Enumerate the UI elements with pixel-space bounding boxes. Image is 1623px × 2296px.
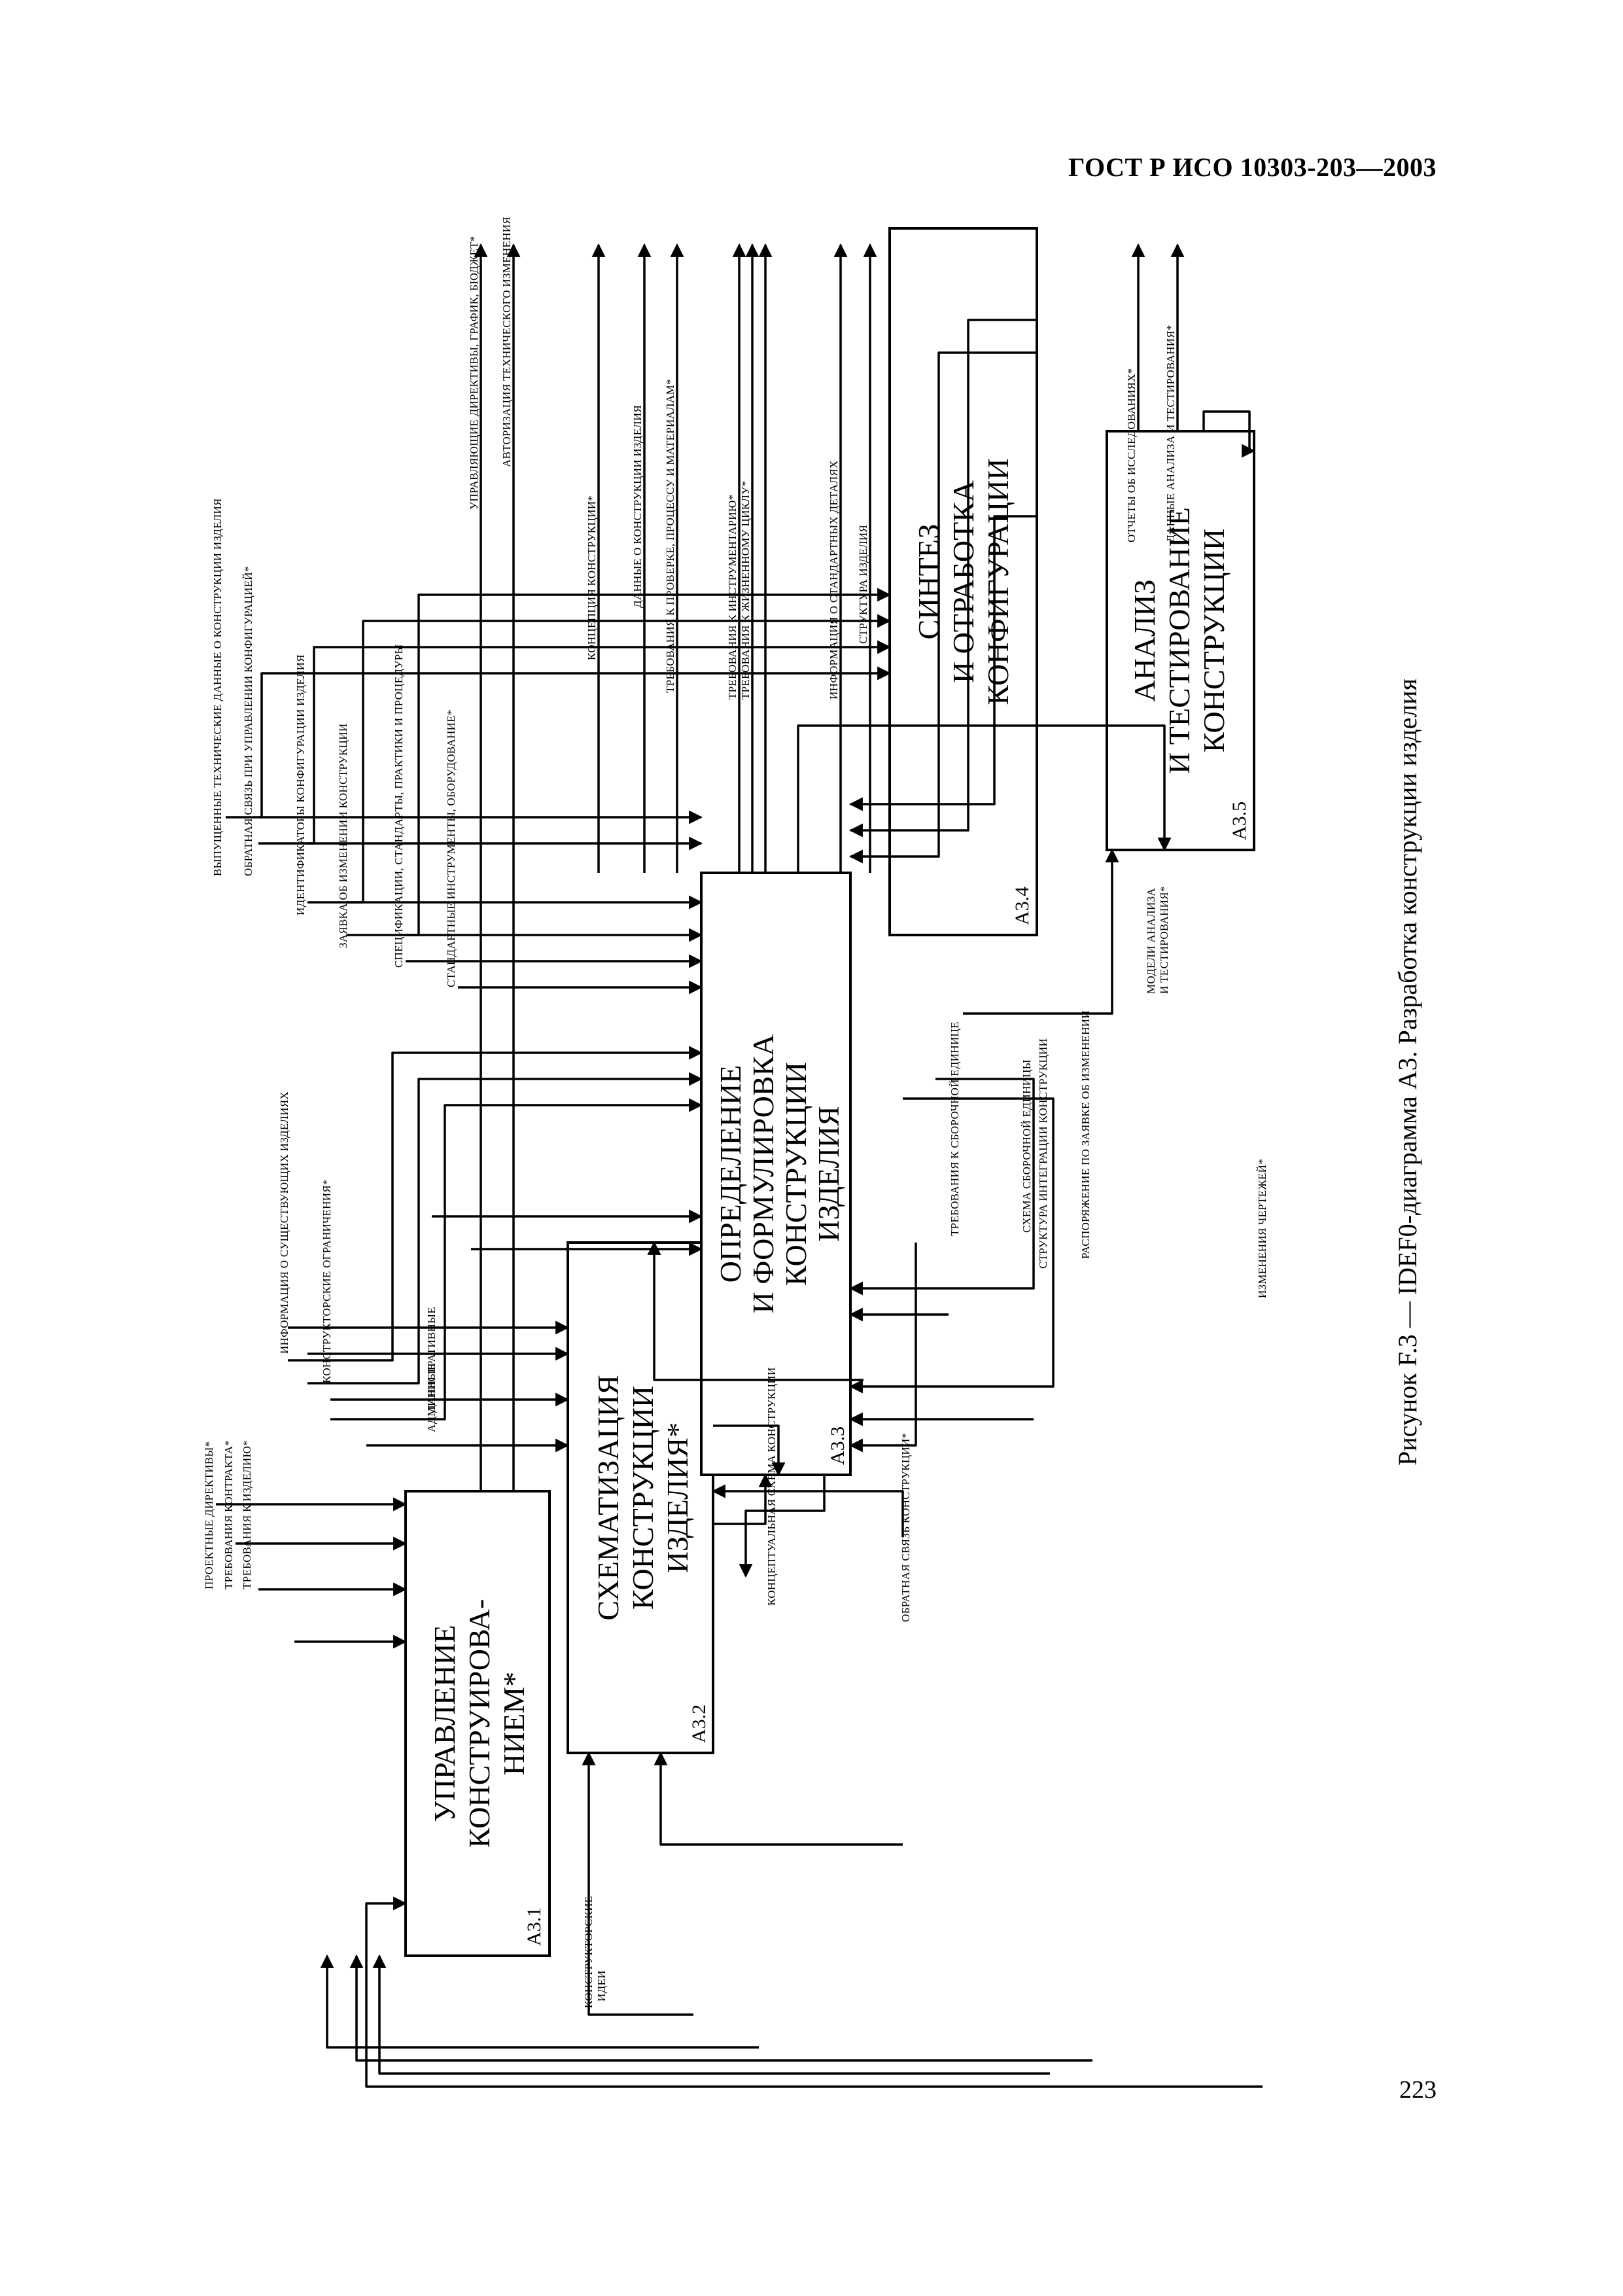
box-a3-4-number: А3.4 bbox=[1011, 887, 1033, 925]
box-a3-2-line-2: КОНСТРУКЦИИ bbox=[626, 1386, 659, 1610]
label-contract-requirements: ТРЕБОВАНИЯ КОНТРАКТА* bbox=[222, 1440, 235, 1589]
box-a3-5-line-3: КОНСТРУКЦИИ bbox=[1197, 529, 1230, 752]
label-design-ideas-2: ИДЕИ bbox=[595, 1970, 608, 2002]
label-drawing-changes: ИЗМЕНЕНИЯ ЧЕРТЕЖЕЙ* bbox=[1256, 1159, 1268, 1298]
label-product-design-data: ДАННЫЕ О КОНСТРУКЦИИ ИЗДЕЛИЯ bbox=[631, 405, 644, 608]
label-lifecycle-requirements: ТРЕБОВАНИЯ К ЖИЗНЕННОМУ ЦИКЛУ* bbox=[739, 481, 752, 699]
label-project-directives: ПРОЕКТНЫЕ ДИРЕКТИВЫ* bbox=[203, 1441, 215, 1589]
box-a3-2-line-1: СХЕМАТИЗАЦИЯ bbox=[591, 1375, 625, 1621]
page-number: 223 bbox=[1399, 2076, 1437, 2104]
label-specs-standards: СПЕЦИФИКАЦИИ, СТАНДАРТЫ, ПРАКТИКИ И ПРОЦ… bbox=[393, 644, 405, 968]
label-config-identifiers: ИДЕНТИФИКАТОРЫ КОНФИГУРАЦИИ ИЗДЕЛИЯ bbox=[294, 654, 307, 915]
box-a3-4: СИНТЕЗ И ОТРАБОТКА КОНФИГУРАЦИИ А3.4 bbox=[888, 227, 1038, 936]
label-tooling-requirements: ТРЕБОВАНИЯ К ИНСТРУМЕНТАРИЮ* bbox=[726, 495, 739, 699]
box-a3-2: СХЕМАТИЗАЦИЯ КОНСТРУКЦИИ ИЗДЕЛИЯ* А3.2 bbox=[567, 1241, 714, 1754]
box-a3-1-line-2: КОНСТРУИРОВА- bbox=[462, 1599, 496, 1848]
box-a3-4-line-3: КОНФИГУРАЦИИ bbox=[981, 458, 1015, 705]
label-product-structure: СТРУКТУРА ИЗДЕЛИЯ bbox=[857, 525, 869, 644]
label-mgmt-directives: УПРАВЛЯЮЩИЕ ДИРЕКТИВЫ, ГРАФИК, БЮДЖЕТ* bbox=[468, 236, 480, 510]
label-change-order: РАСПОРЯЖЕНИЕ ПО ЗАЯВКЕ ОБ ИЗМЕНЕНИИ bbox=[1079, 1010, 1092, 1259]
label-change-authorization: АВТОРИЗАЦИЯ ТЕХНИЧЕСКОГО ИЗМЕНЕНИЯ bbox=[500, 217, 513, 467]
label-released-tech-data: ВЫПУЩЕННЫЕ ТЕХНИЧЕСКИЕ ДАННЫЕ О КОНСТРУК… bbox=[211, 498, 224, 876]
arrow-labels: ПРОЕКТНЫЕ ДИРЕКТИВЫ* ТРЕБОВАНИЯ КОНТРАКТ… bbox=[203, 217, 1268, 2008]
box-a3-4-line-1: СИНТЕЗ bbox=[912, 524, 945, 640]
figure-caption: Рисунок F.3 — IDEF0-диаграмма А3. Разраб… bbox=[1393, 679, 1422, 1466]
box-a3-3-line-1: ОПРЕДЕЛЕНИЕ bbox=[714, 1065, 747, 1283]
standard-header: ГОСТ Р ИСО 10303-203—2003 bbox=[1068, 152, 1437, 182]
box-a3-4-line-2: И ОТРАБОТКА bbox=[947, 480, 980, 683]
box-a3-5-number: А3.5 bbox=[1229, 802, 1250, 840]
box-a3-1-line-3: НИЕМ* bbox=[497, 1672, 531, 1775]
label-models-1: МОДЕЛИ АНАЛИЗА bbox=[1145, 888, 1157, 994]
label-product-requirements: ТРЕБОВАНИЯ К ИЗДЕЛИЮ* bbox=[241, 1440, 253, 1589]
box-a3-1-line-1: УПРАВЛЕНИЕ bbox=[428, 1625, 461, 1822]
box-a3-1-number: А3.1 bbox=[523, 1907, 545, 1946]
connection-lines bbox=[216, 243, 1263, 2088]
box-a3-2-number: А3.2 bbox=[688, 1704, 710, 1743]
label-assembly-requirements: ТРЕБОВАНИЯ К СБОРОЧНОЙ ЕДИНИЦЕ bbox=[949, 1021, 961, 1236]
box-a3-1: УПРАВЛЕНИЕ КОНСТРУИРОВА- НИЕМ* А3.1 bbox=[404, 1490, 551, 1957]
label-design-change-request: ЗАЯВКА ОБ ИЗМЕНЕНИИ КОНСТРУКЦИИ bbox=[337, 724, 349, 948]
box-a3-3-line-4: ИЗДЕЛИЯ bbox=[812, 1106, 845, 1241]
box-a3-3-line-2: И ФОРМУЛИРОВКА bbox=[746, 1034, 780, 1313]
label-admin-data-1: АДМИНИСТРАТИВНЫЕ bbox=[425, 1307, 438, 1432]
label-design-feedback: ОБРАТНАЯ СВЯЗЬ КОНСТРУКЦИИ* bbox=[899, 1433, 912, 1622]
label-conceptual-scheme: КОНЦЕПТУАЛЬНАЯ СХЕМА КОНСТРУКЦИИ bbox=[765, 1367, 778, 1606]
label-models-2: И ТЕСТИРОВАНИЯ* bbox=[1158, 886, 1170, 994]
box-a3-3-line-3: КОНСТРУКЦИИ bbox=[779, 1062, 812, 1286]
box-a3-5-line-2: И ТЕСТИРОВАНИЕ bbox=[1162, 507, 1196, 774]
label-config-mgmt-feedback: ОБРАТНАЯ СВЯЗЬ ПРИ УПРАВЛЕНИИ КОНФИГУРАЦ… bbox=[242, 566, 254, 876]
label-design-constraints: КОНСТРУКТОРСКИЕ ОГРАНИЧЕНИЯ* bbox=[321, 1179, 333, 1383]
label-design-concept: КОНЦЕПЦИЯ КОНСТРУКЦИИ* bbox=[585, 495, 598, 660]
label-analysis-test-data: ДАННЫЕ АНАЛИЗА И ТЕСТИРОВАНИЯ* bbox=[1164, 325, 1177, 542]
label-integration-structure: СТРУКТУРА ИНТЕГРАЦИИ КОНСТРУКЦИИ bbox=[1037, 1038, 1049, 1269]
box-a3-3-number: А3.3 bbox=[827, 1426, 848, 1465]
box-a3-5-line-1: АНАЛИЗ bbox=[1128, 579, 1161, 701]
label-standard-tools: СТАНДАРТНЫЕ ИНСТРУМЕНТЫ, ОБОРУДОВАНИЕ* bbox=[445, 709, 457, 987]
label-admin-data-2: ДАННЫЕ bbox=[425, 1364, 438, 1413]
box-a3-5: АНАЛИЗ И ТЕСТИРОВАНИЕ КОНСТРУКЦИИ А3.5 bbox=[1106, 430, 1255, 851]
label-existing-products-info: ИНФОРМАЦИЯ О СУЩЕСТВУЮЩИХ ИЗДЕЛИЯХ bbox=[278, 1091, 290, 1354]
box-a3-2-line-3: ИЗДЕЛИЯ* bbox=[661, 1422, 694, 1573]
label-inspection-requirements: ТРЕБОВАНИЯ К ПРОВЕРКЕ, ПРОЦЕССУ И МАТЕРИ… bbox=[664, 379, 676, 693]
label-research-reports: ОТЧЕТЫ ОБ ИССЛЕДОВАНИЯХ* bbox=[1125, 368, 1138, 542]
label-standard-parts-info: ИНФОРМАЦИЯ О СТАНДАРТНЫХ ДЕТАЛЯХ bbox=[828, 460, 840, 699]
label-assembly-scheme: СХЕМА СБОРОЧНОЙ ЕДИНИЦЫ bbox=[1021, 1059, 1033, 1233]
label-design-ideas-1: КОНСТРУКТОРСКИЕ bbox=[582, 1896, 595, 2008]
